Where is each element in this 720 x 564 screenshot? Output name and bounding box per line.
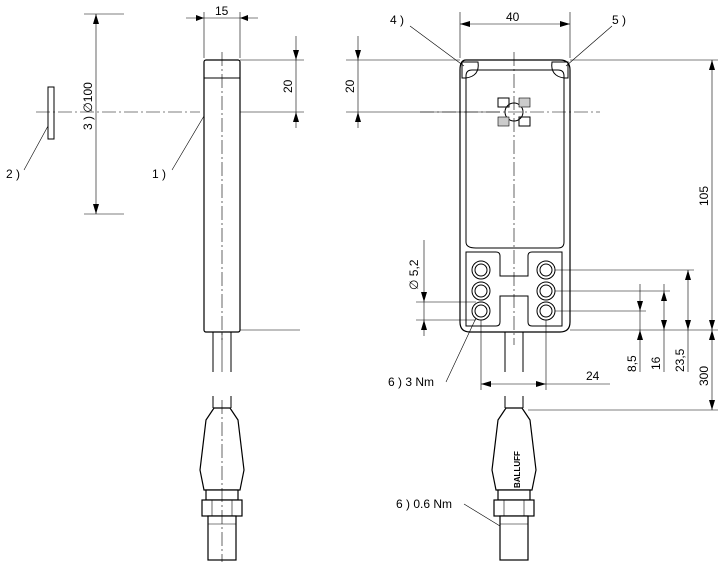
front-view: 40 4 ) 5 ) 20 ∅ 5,2 8,5 [343, 10, 718, 561]
sensor-front-body [459, 59, 571, 333]
callout-1: 1 ) [152, 167, 166, 181]
dim-height-20: 20 [281, 79, 295, 93]
dim-105: 105 [697, 186, 711, 206]
dim-top-20: 20 [343, 79, 357, 93]
dim-16: 16 [649, 356, 663, 370]
torque-screw-label: 6 ) 3 Nm [388, 375, 434, 389]
callout-4: 4 ) [390, 13, 404, 27]
torque-connector-label: 6 ) 0.6 Nm [396, 497, 452, 511]
dim-23-5: 23,5 [673, 348, 687, 372]
side-view: 3 ) ∅100 2 ) 15 20 1 ) [6, 4, 304, 562]
dim-width-15: 15 [215, 4, 229, 18]
callout-5: 5 ) [612, 13, 626, 27]
connector-side [199, 396, 245, 562]
dim-diameter-100: 3 ) ∅100 [81, 82, 95, 130]
dim-8-5: 8,5 [625, 355, 639, 372]
connector-brand: BALLUFF [513, 451, 522, 488]
callout-2: 2 ) [6, 167, 20, 181]
dim-width-40: 40 [506, 10, 520, 24]
dim-hole-diameter: ∅ 5,2 [407, 259, 421, 290]
connector-front: BALLUFF [491, 396, 537, 561]
dim-24: 24 [586, 369, 600, 383]
magnet-disc [47, 86, 55, 140]
dim-300: 300 [697, 366, 711, 386]
